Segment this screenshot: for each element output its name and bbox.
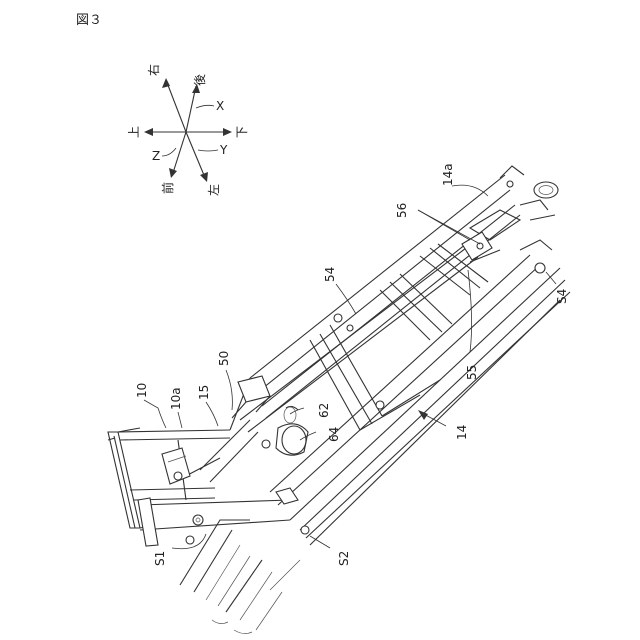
callout-10: 10	[135, 383, 149, 398]
axis-label-front: 前	[160, 182, 175, 194]
cylinder-assembly-62-64	[262, 406, 308, 455]
callout-56: 56	[395, 203, 409, 218]
axis-label-up: 上	[127, 126, 141, 138]
callout-10a: 10a	[169, 387, 183, 410]
callout-s2: S2	[337, 551, 351, 566]
callout-14: 14	[455, 425, 469, 440]
leader-lines	[144, 185, 556, 549]
axis-label-left: 左	[206, 184, 221, 196]
callout-54: 54	[323, 267, 337, 282]
direction-compass	[144, 78, 232, 182]
callout-55: 55	[465, 365, 479, 380]
axis-label-y: Y	[219, 143, 228, 157]
callout-14a: 14a	[441, 163, 455, 186]
axis-label-rear: 後	[193, 74, 207, 86]
axis-label-down: 下	[235, 126, 249, 138]
axis-label-right: 右	[146, 64, 161, 76]
callout-62: 62	[317, 403, 331, 418]
callout-15: 15	[197, 385, 211, 400]
callout-64: 64	[327, 427, 341, 442]
callout-50: 50	[217, 351, 231, 366]
callout-s4: S4	[555, 289, 569, 304]
figure-label: 図３	[76, 13, 102, 28]
axis-label-z: Z	[152, 149, 160, 163]
callout-s1: S1	[153, 551, 167, 566]
axis-label-x: X	[216, 99, 224, 113]
diagonal-frame-rails	[230, 175, 570, 545]
